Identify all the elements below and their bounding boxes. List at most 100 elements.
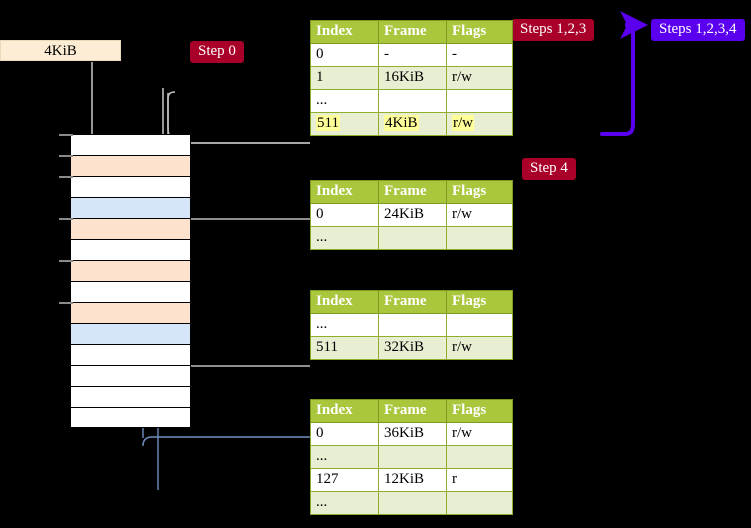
cell-index: 1 bbox=[310, 66, 379, 90]
memory-block bbox=[70, 260, 191, 281]
column-header-flags: Flags bbox=[446, 399, 513, 423]
table-row: ... bbox=[310, 491, 513, 515]
column-header-frame: Frame bbox=[378, 399, 447, 423]
table-row-highlighted: 511 4KiB r/w bbox=[310, 112, 513, 136]
memory-block-column bbox=[70, 134, 191, 428]
cell-flags: r/w bbox=[446, 203, 513, 227]
memory-block bbox=[70, 155, 191, 176]
cell-frame: 32KiB bbox=[378, 336, 447, 360]
table-row: 0 24KiB r/w bbox=[310, 203, 513, 227]
badge-steps-1234: Steps 1,2,3,4 bbox=[651, 19, 745, 41]
cell-index: ... bbox=[310, 313, 379, 337]
table-row: 1 16KiB r/w bbox=[310, 66, 513, 90]
cell-flags-text: r/w bbox=[452, 115, 474, 131]
page-table-1: Index Frame Flags 0 - - 1 16KiB r/w ... … bbox=[310, 20, 513, 136]
memory-block bbox=[70, 407, 191, 428]
column-header-frame: Frame bbox=[378, 20, 447, 44]
memory-block bbox=[70, 134, 191, 155]
column-header-index: Index bbox=[310, 20, 379, 44]
wire-purple-bracket bbox=[600, 11, 648, 136]
badge-step-0: Step 0 bbox=[190, 41, 244, 63]
memory-block bbox=[70, 176, 191, 197]
memory-tick bbox=[59, 218, 73, 220]
wire-t3-to-block bbox=[175, 314, 310, 367]
column-header-frame: Frame bbox=[378, 290, 447, 314]
column-header-index: Index bbox=[310, 290, 379, 314]
cell-flags bbox=[446, 313, 513, 337]
cell-frame: 36KiB bbox=[378, 422, 447, 446]
memory-block bbox=[70, 281, 191, 302]
cell-frame-text: 4KiB bbox=[384, 115, 419, 131]
memory-block bbox=[70, 218, 191, 239]
memory-block bbox=[70, 323, 191, 344]
cell-frame bbox=[378, 491, 447, 515]
cell-flags: r/w bbox=[446, 112, 513, 136]
table-row: 0 36KiB r/w bbox=[310, 422, 513, 446]
memory-tick bbox=[59, 260, 73, 262]
table-header-row: Index Frame Flags bbox=[310, 20, 513, 44]
memory-block bbox=[70, 344, 191, 365]
column-header-index: Index bbox=[310, 399, 379, 423]
memory-size-label: 4KiB bbox=[0, 40, 121, 61]
table-header-row: Index Frame Flags bbox=[310, 180, 513, 204]
cell-index: ... bbox=[310, 491, 379, 515]
cell-frame bbox=[378, 445, 447, 469]
cell-flags: r/w bbox=[446, 336, 513, 360]
column-header-flags: Flags bbox=[446, 20, 513, 44]
cell-index: 0 bbox=[310, 422, 379, 446]
table-header-row: Index Frame Flags bbox=[310, 290, 513, 314]
cell-flags bbox=[446, 491, 513, 515]
memory-tick bbox=[59, 155, 73, 157]
cell-frame bbox=[378, 89, 447, 113]
cell-index: ... bbox=[310, 226, 379, 250]
cell-flags: - bbox=[446, 43, 513, 67]
memory-block bbox=[70, 386, 191, 407]
cell-flags bbox=[446, 226, 513, 250]
table-row: ... bbox=[310, 313, 513, 337]
memory-tick bbox=[59, 302, 73, 304]
cell-index: ... bbox=[310, 89, 379, 113]
memory-block bbox=[70, 302, 191, 323]
cell-flags: r/w bbox=[446, 66, 513, 90]
memory-block bbox=[70, 197, 191, 218]
cell-index: ... bbox=[310, 445, 379, 469]
memory-block bbox=[70, 239, 191, 260]
page-table-3: Index Frame Flags ... 511 32KiB r/w bbox=[310, 290, 513, 360]
cell-flags: r/w bbox=[446, 422, 513, 446]
cell-index: 511 bbox=[310, 112, 379, 136]
cell-index: 0 bbox=[310, 43, 379, 67]
table-row: 127 12KiB r bbox=[310, 468, 513, 492]
table-row: ... bbox=[310, 226, 513, 250]
cell-frame: 12KiB bbox=[378, 468, 447, 492]
column-header-index: Index bbox=[310, 180, 379, 204]
cell-frame: 4KiB bbox=[378, 112, 447, 136]
memory-block bbox=[70, 365, 191, 386]
cell-index: 127 bbox=[310, 468, 379, 492]
wire-blue-t4-row0 bbox=[142, 436, 310, 447]
page-table-4: Index Frame Flags 0 36KiB r/w ... 127 12… bbox=[310, 399, 513, 515]
badge-step-4: Step 4 bbox=[522, 158, 576, 180]
cell-frame: - bbox=[378, 43, 447, 67]
table-header-row: Index Frame Flags bbox=[310, 399, 513, 423]
table-row: 0 - - bbox=[310, 43, 513, 67]
cell-frame bbox=[378, 226, 447, 250]
cell-flags: r bbox=[446, 468, 513, 492]
cell-frame: 24KiB bbox=[378, 203, 447, 227]
cell-flags bbox=[446, 89, 513, 113]
column-header-frame: Frame bbox=[378, 180, 447, 204]
cell-flags bbox=[446, 445, 513, 469]
cell-frame bbox=[378, 313, 447, 337]
table-row: 511 32KiB r/w bbox=[310, 336, 513, 360]
cell-index: 0 bbox=[310, 203, 379, 227]
column-header-flags: Flags bbox=[446, 180, 513, 204]
badge-steps-123: Steps 1,2,3 bbox=[512, 19, 595, 41]
memory-tick bbox=[59, 176, 73, 178]
table-row: ... bbox=[310, 89, 513, 113]
page-table-2: Index Frame Flags 0 24KiB r/w ... bbox=[310, 180, 513, 250]
cell-index: 511 bbox=[310, 336, 379, 360]
table-row: ... bbox=[310, 445, 513, 469]
cell-index-text: 511 bbox=[316, 115, 340, 131]
cell-frame: 16KiB bbox=[378, 66, 447, 90]
memory-tick bbox=[59, 134, 73, 136]
